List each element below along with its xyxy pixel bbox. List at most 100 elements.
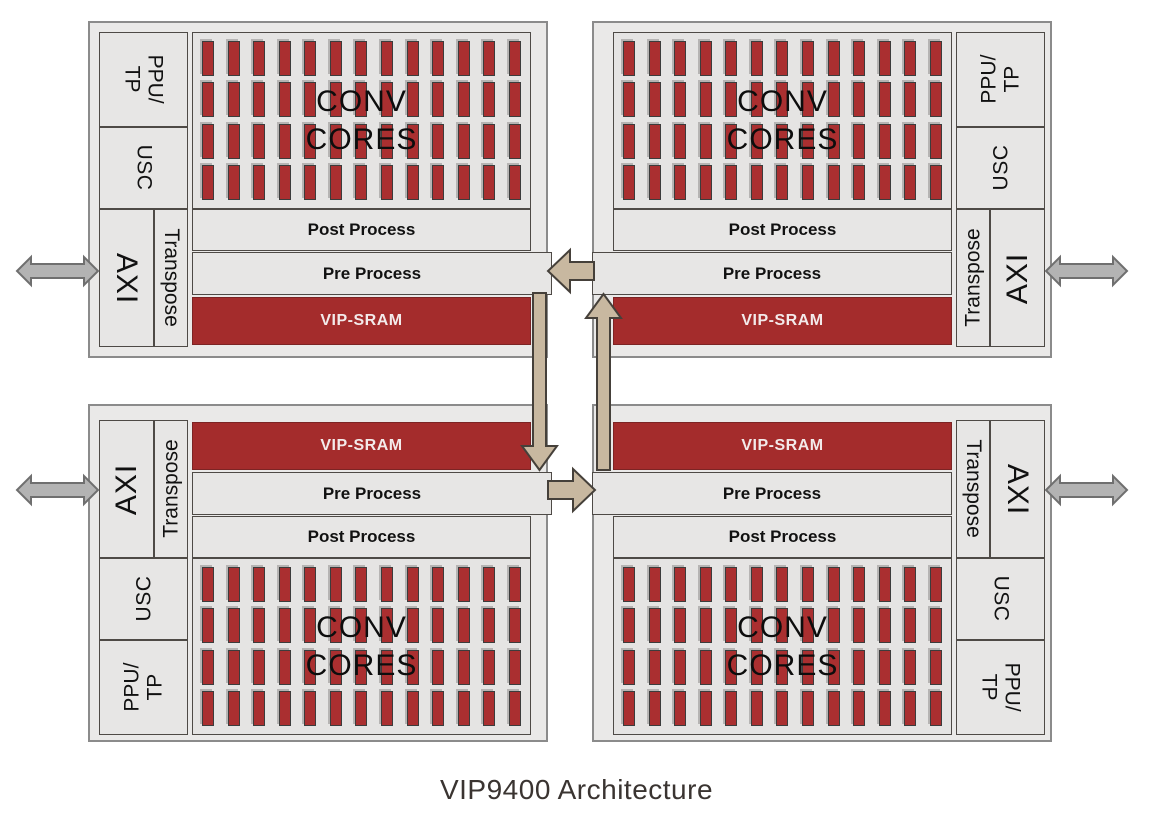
conv-core-bar — [253, 123, 266, 159]
conv-core-bar — [355, 608, 368, 644]
conv-core-bar — [304, 41, 317, 77]
conv-core-bar — [699, 82, 712, 118]
ppu-tp-label: PPU/ TP — [977, 662, 1024, 713]
vip-sram-block: VIP-SRAM — [613, 422, 952, 470]
conv-core-bar — [623, 164, 635, 200]
conv-cores-label: CONV CORES — [726, 85, 839, 156]
conv-core-bar — [406, 690, 419, 726]
conv-core-bar — [202, 690, 214, 726]
conv-core-bar — [674, 649, 687, 685]
conv-bars-grid — [618, 561, 947, 732]
conv-core-bar — [929, 567, 942, 603]
transpose-label: Transpose — [961, 228, 985, 328]
conv-core-bar — [508, 690, 521, 726]
conv-core-bar — [432, 41, 445, 77]
npu-cluster-top-left: PPU/ TP USC AXI Transpose CONV CORES Pos… — [88, 21, 552, 358]
pre-process-label: Pre Process — [322, 483, 422, 503]
post-process-label: Post Process — [728, 527, 837, 546]
conv-bar-row — [197, 41, 526, 77]
conv-core-bar — [802, 164, 815, 200]
conv-bars-grid — [197, 561, 526, 732]
conv-core-bar — [483, 567, 496, 603]
post-process-label: Post Process — [728, 220, 837, 239]
conv-core-bar — [508, 82, 521, 118]
conv-core-bar — [329, 123, 342, 159]
conv-core-bar — [457, 41, 470, 77]
conv-core-bar — [483, 123, 496, 159]
conv-cores-block: CONV CORES — [613, 32, 952, 209]
conv-core-bar — [674, 123, 687, 159]
pre-process-label: Pre Process — [322, 263, 422, 283]
conv-core-bar — [802, 649, 815, 685]
conv-core-bar — [904, 608, 917, 644]
transpose-label: Transpose — [961, 439, 985, 539]
conv-core-bar — [457, 567, 470, 603]
conv-core-bar — [202, 82, 214, 118]
conv-core-bar — [432, 164, 445, 200]
conv-core-bar — [878, 82, 891, 118]
post-process-block: Post Process — [192, 209, 531, 251]
conv-core-bar — [202, 649, 214, 685]
conv-core-bar — [648, 123, 661, 159]
conv-core-bar — [929, 41, 942, 77]
vip-sram-block: VIP-SRAM — [192, 422, 531, 470]
conv-core-bar — [878, 567, 891, 603]
conv-core-bar — [853, 608, 866, 644]
conv-bar-row — [618, 164, 947, 200]
ppu-tp-block: PPU/ TP — [99, 32, 188, 127]
conv-core-bar — [674, 41, 687, 77]
conv-core-bar — [508, 567, 521, 603]
conv-core-bar — [508, 164, 521, 200]
conv-core-bar — [508, 608, 521, 644]
conv-core-bar — [623, 649, 635, 685]
conv-core-bar — [432, 649, 445, 685]
conv-core-bar — [457, 649, 470, 685]
conv-bar-row — [618, 567, 947, 603]
pre-process-label: Pre Process — [722, 483, 822, 503]
conv-core-bar — [227, 608, 240, 644]
conv-core-bar — [878, 649, 891, 685]
conv-core-bar — [776, 690, 789, 726]
post-process-block: Post Process — [613, 209, 952, 251]
conv-core-bar — [381, 123, 394, 159]
conv-core-bar — [674, 82, 687, 118]
conv-bar-row — [618, 649, 947, 685]
conv-core-bar — [457, 608, 470, 644]
axi-label: AXI — [109, 252, 143, 304]
conv-core-bar — [227, 649, 240, 685]
conv-core-bar — [827, 649, 840, 685]
conv-core-bar — [725, 649, 738, 685]
conv-core-bar — [381, 567, 394, 603]
post-process-label: Post Process — [307, 527, 416, 546]
conv-core-bar — [278, 41, 291, 77]
ppu-tp-label: PPU/ TP — [120, 54, 167, 105]
conv-core-bar — [802, 567, 815, 603]
conv-core-bar — [457, 123, 470, 159]
conv-core-bar — [853, 41, 866, 77]
conv-core-bar — [725, 164, 738, 200]
ppu-tp-block: PPU/ TP — [956, 640, 1045, 735]
conv-core-bar — [853, 567, 866, 603]
conv-core-bar — [878, 164, 891, 200]
conv-core-bar — [432, 123, 445, 159]
conv-core-bar — [406, 608, 419, 644]
ppu-tp-block: PPU/ TP — [956, 32, 1045, 127]
conv-core-bar — [329, 567, 342, 603]
conv-bar-row — [618, 690, 947, 726]
conv-core-bar — [355, 82, 368, 118]
conv-core-bar — [355, 123, 368, 159]
conv-bar-row — [197, 567, 526, 603]
conv-core-bar — [227, 567, 240, 603]
conv-core-bar — [648, 164, 661, 200]
conv-core-bar — [827, 82, 840, 118]
conv-core-bar — [508, 123, 521, 159]
conv-cores-block: CONV CORES — [613, 558, 952, 735]
conv-core-bar — [725, 608, 738, 644]
conv-core-bar — [381, 82, 394, 118]
flow-arrow-right-icon — [547, 466, 597, 514]
conv-core-bar — [699, 608, 712, 644]
conv-core-bar — [253, 649, 266, 685]
conv-core-bar — [432, 82, 445, 118]
conv-core-bar — [648, 567, 661, 603]
usc-block: USC — [99, 127, 188, 209]
